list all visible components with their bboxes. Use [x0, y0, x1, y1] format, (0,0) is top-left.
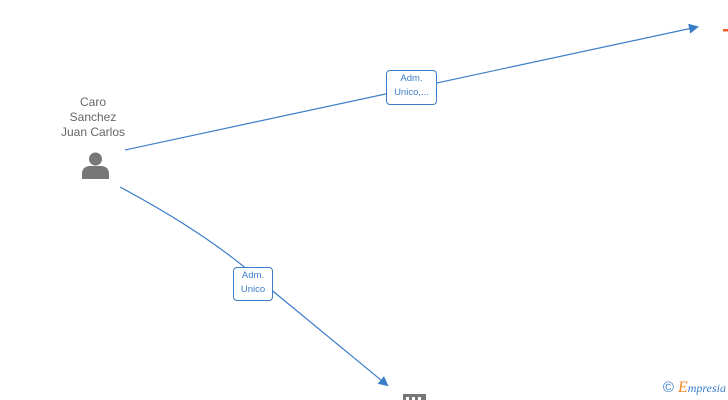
brand-initial: E: [677, 379, 688, 396]
person-name-line: Sanchez: [69, 110, 117, 124]
edge-label-2[interactable]: Adm. Unico: [233, 267, 273, 301]
edge-label-line: Unico,...: [394, 87, 429, 98]
person-name-line: Caro: [79, 95, 106, 109]
building-icon[interactable]: [403, 394, 426, 400]
company-node-partial-icon[interactable]: [723, 29, 728, 32]
edge-label-line: Unico: [240, 284, 266, 295]
watermark: © Empresia: [663, 379, 726, 397]
brand-rest: mpresia: [687, 381, 726, 395]
person-icon[interactable]: [82, 152, 109, 180]
copyright-icon: ©: [662, 379, 674, 396]
edge-label-1[interactable]: Adm. Unico,...: [386, 70, 437, 105]
edge-label-line: Adm.: [400, 73, 423, 84]
person-name-line: Juan Carlos: [60, 125, 126, 139]
person-name[interactable]: Caro Sanchez Juan Carlos: [45, 95, 141, 140]
edge-label-line: Adm.: [241, 270, 265, 281]
brand-logo: Empresia: [678, 379, 726, 397]
